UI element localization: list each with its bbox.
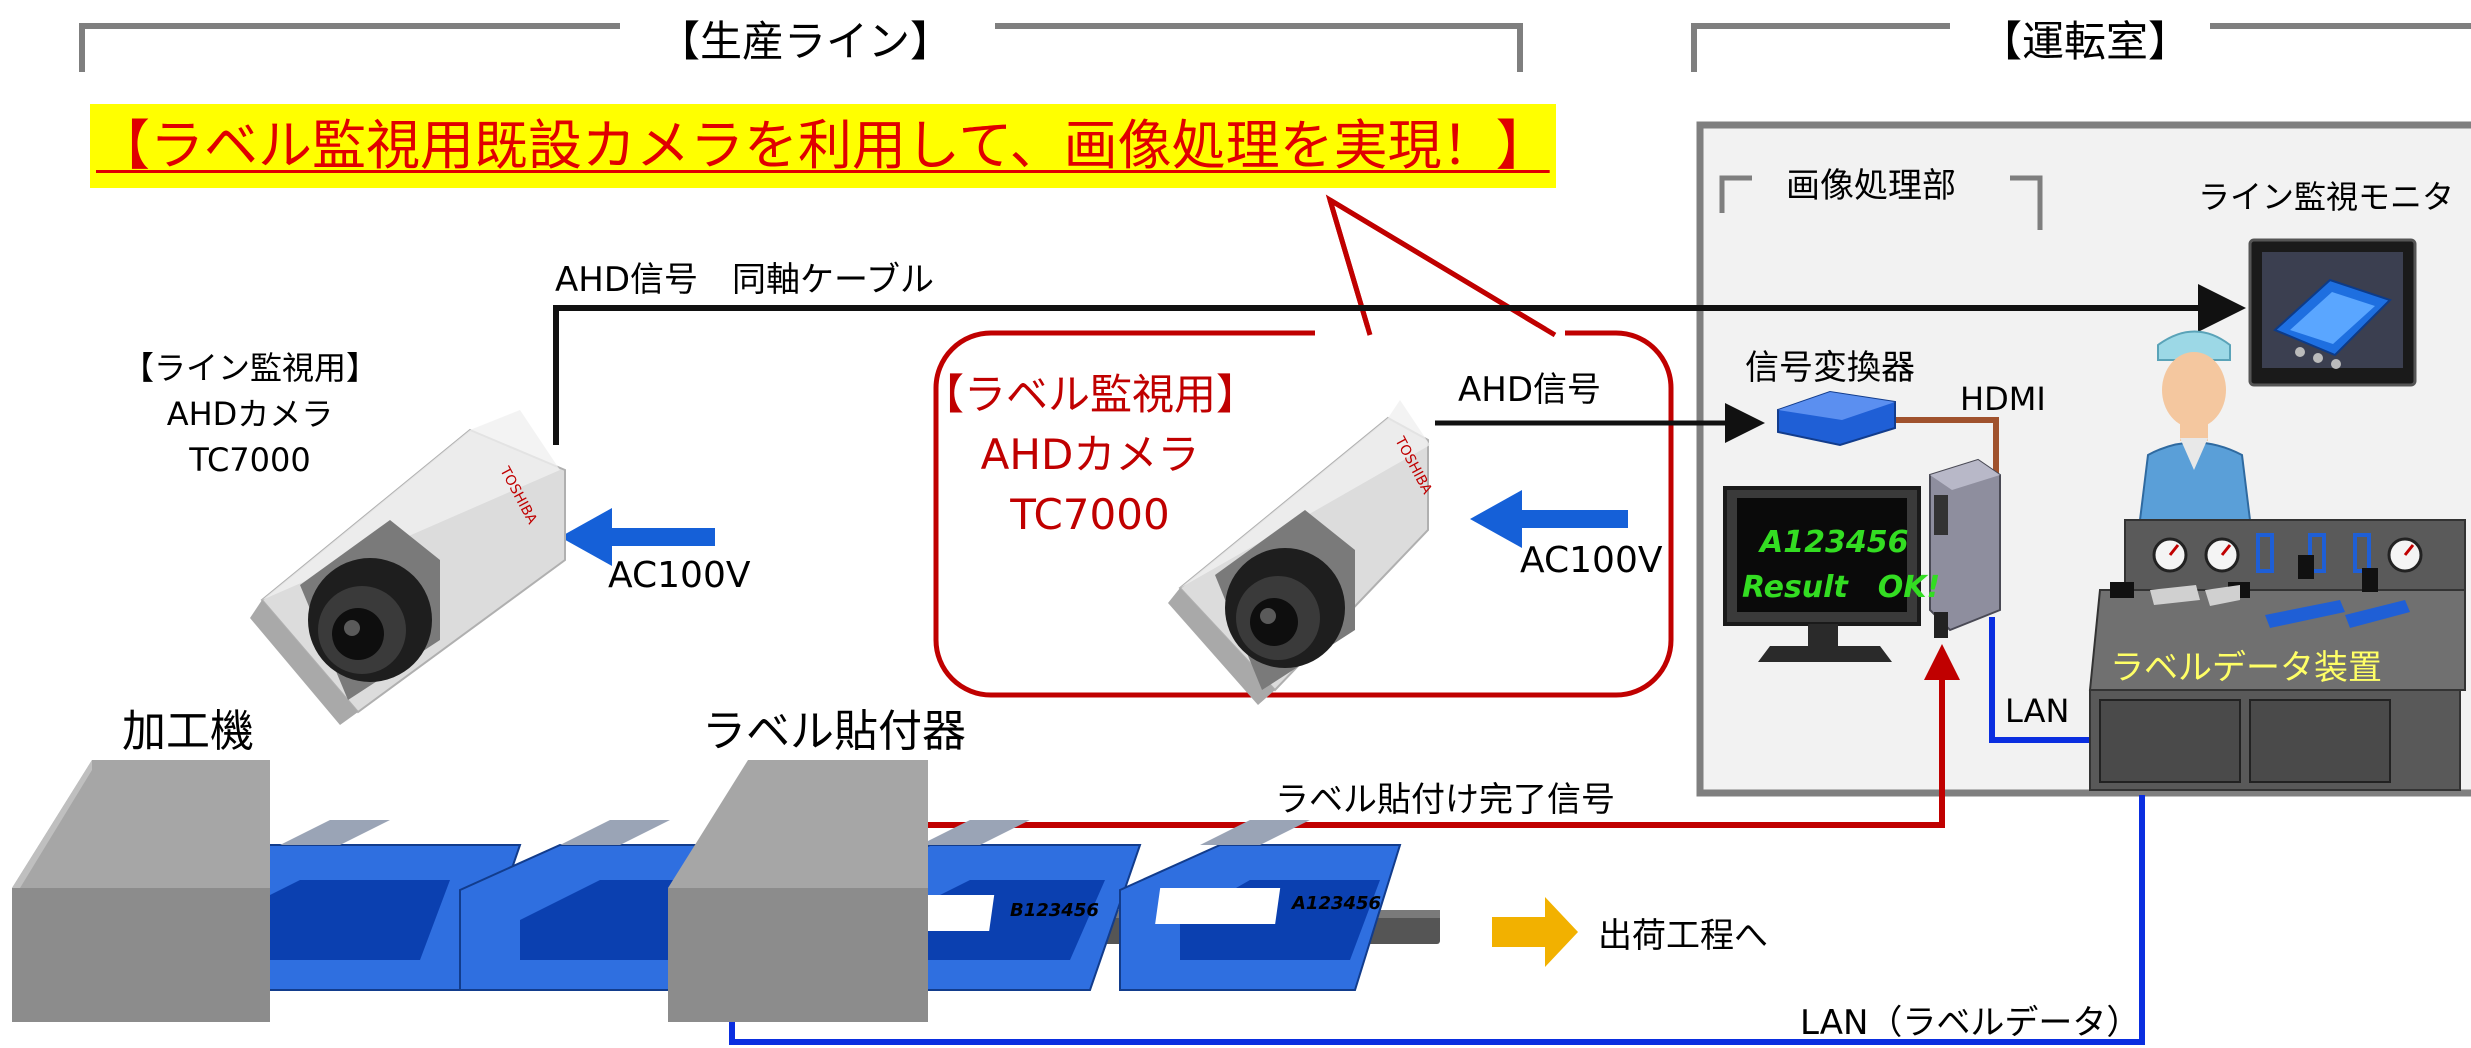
product-carrier-4 xyxy=(1119,820,1402,991)
product-tag-first: B123456 xyxy=(1010,900,1099,921)
image-processing-bracket xyxy=(1719,175,2043,230)
signal-converter-label: 信号変換器 xyxy=(1745,348,1915,388)
monitor-screen-line-2: Result OK! xyxy=(1742,570,1941,605)
operator-figure xyxy=(2138,330,2252,521)
ac-power-label-1: AC100V xyxy=(608,555,751,596)
label-camera-label-1: 【ラベル監視用】 xyxy=(921,370,1259,419)
line-monitor-label: ライン監視モニタ xyxy=(2198,178,2455,216)
product-tag-second: A123456 xyxy=(1292,893,1382,914)
lan-short-label: LAN xyxy=(2005,692,2070,730)
line-camera-label: 【ライン監視用】 AHDカメラ TC7000 xyxy=(122,345,378,483)
label-data-console xyxy=(2088,519,2466,791)
ac-power-label-2: AC100V xyxy=(1520,540,1663,581)
image-processing-label: 画像処理部 xyxy=(1786,166,1956,206)
banner-headline: 【ラベル監視用既設カメラを利用して、画像処理を実現！】 xyxy=(90,104,1556,188)
processing-machine xyxy=(12,760,270,1022)
processing-machine-label: 加工機 xyxy=(122,706,254,757)
monitor-screen-line-1: A123456 xyxy=(1760,525,1909,560)
ac-power-arrow-1 xyxy=(560,508,715,566)
labeler-label: ラベル貼付器 xyxy=(702,706,966,757)
label-camera-body: TOSHIBA xyxy=(1168,400,1435,705)
complete-signal-label: ラベル貼付け完了信号 xyxy=(1275,780,1615,820)
pc-monitor xyxy=(1723,486,1921,662)
ahd-signal-label: AHD信号 xyxy=(1458,370,1602,410)
production-line-title: 【生産ライン】 xyxy=(657,17,953,66)
control-room-bracket xyxy=(1691,23,2471,72)
line-camera-label-1: 【ライン監視用】 xyxy=(121,349,379,387)
pc-tower xyxy=(1929,458,2001,638)
ac-power-arrow-2 xyxy=(1470,490,1628,548)
lan-data-label: LAN（ラベルデータ） xyxy=(1800,1003,2141,1043)
label-camera-label-2: AHDカメラ xyxy=(980,430,1200,479)
labeler-machine xyxy=(668,760,928,1022)
coaxial-cable-line xyxy=(553,284,2246,445)
line-camera-body: TOSHIBA xyxy=(250,410,566,725)
label-camera-label-3: TC7000 xyxy=(1010,490,1170,539)
hdmi-line xyxy=(1888,417,1999,475)
lan-short-line xyxy=(1989,617,2095,743)
coaxial-cable-label: AHD信号 同軸ケーブル xyxy=(555,260,934,300)
shipping-arrow xyxy=(1492,897,1578,967)
shipping-label: 出荷工程へ xyxy=(1598,916,1768,956)
signal-converter-device xyxy=(1777,390,1896,447)
label-camera-label: 【ラベル監視用】 AHDカメラ TC7000 xyxy=(922,365,1258,545)
line-monitor-device xyxy=(2248,238,2417,387)
label-data-device-label: ラベルデータ装置 xyxy=(2110,648,2382,688)
line-camera-label-2: AHDカメラ xyxy=(166,395,334,433)
production-line-bracket xyxy=(79,23,1523,72)
hdmi-label: HDMI xyxy=(1960,380,2046,418)
line-camera-label-3: TC7000 xyxy=(189,441,311,479)
control-room-title: 【運転室】 xyxy=(1979,17,2191,66)
